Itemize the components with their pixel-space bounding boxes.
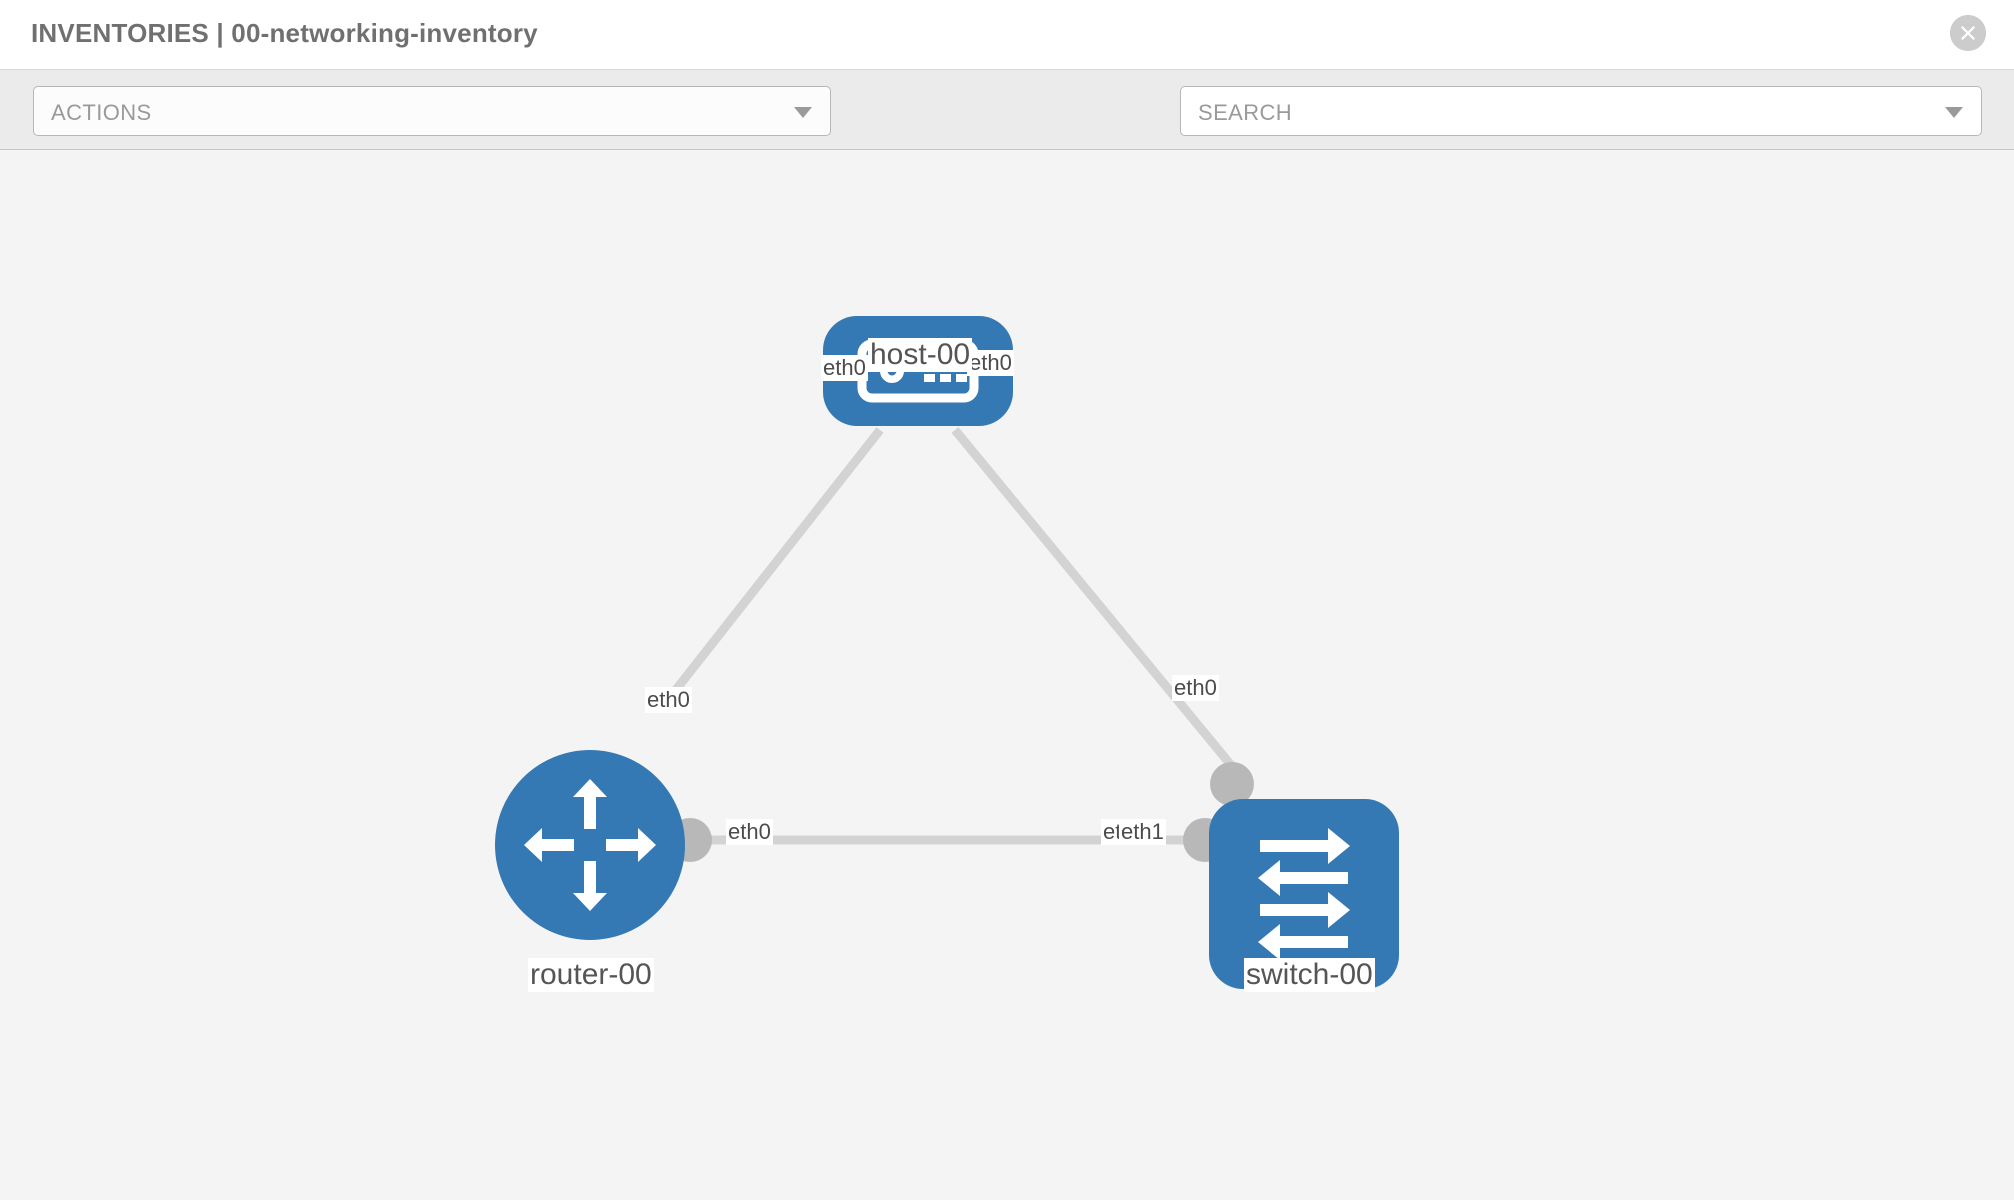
chevron-down-icon[interactable] [1945,107,1963,118]
search-placeholder: SEARCH [1198,100,1293,125]
actions-dropdown[interactable]: ACTIONS [33,86,831,136]
edge-label-switch-left: eth1 [1119,819,1166,845]
edge-host-router [656,427,884,713]
edge-host-switch [951,427,1239,773]
node-label-host-00: host-00 [868,338,973,372]
node-router-00 [495,750,685,940]
topology-graph [495,316,1399,989]
node-label-router-00: router-00 [528,958,654,992]
toolbar: ACTIONS SEARCH [0,70,2014,198]
chevron-down-icon [794,107,812,118]
page-title: INVENTORIES | 00-networking-inventory [31,18,538,48]
edge-label-router-right: eth0 [726,819,773,845]
actions-dropdown-label: ACTIONS [51,100,152,125]
edge-label-router-top: eth0 [645,687,692,713]
node-switch-00 [1209,799,1399,989]
close-icon[interactable] [1950,15,1986,51]
edges [656,427,1239,845]
topology-canvas[interactable]: eth0 eth0 host-00 eth0 eth0 eth0 eth eth… [0,150,2014,1200]
edge-label-host-right: eth0 [967,350,1014,376]
node-label-switch-00: switch-00 [1244,958,1375,992]
edge-label-host-left: eth0 [821,355,868,381]
search-input[interactable]: SEARCH [1180,86,1982,136]
edge-label-switch-top: eth0 [1172,675,1219,701]
page-header: INVENTORIES | 00-networking-inventory [0,0,2014,70]
port-switch-top [1210,762,1254,806]
